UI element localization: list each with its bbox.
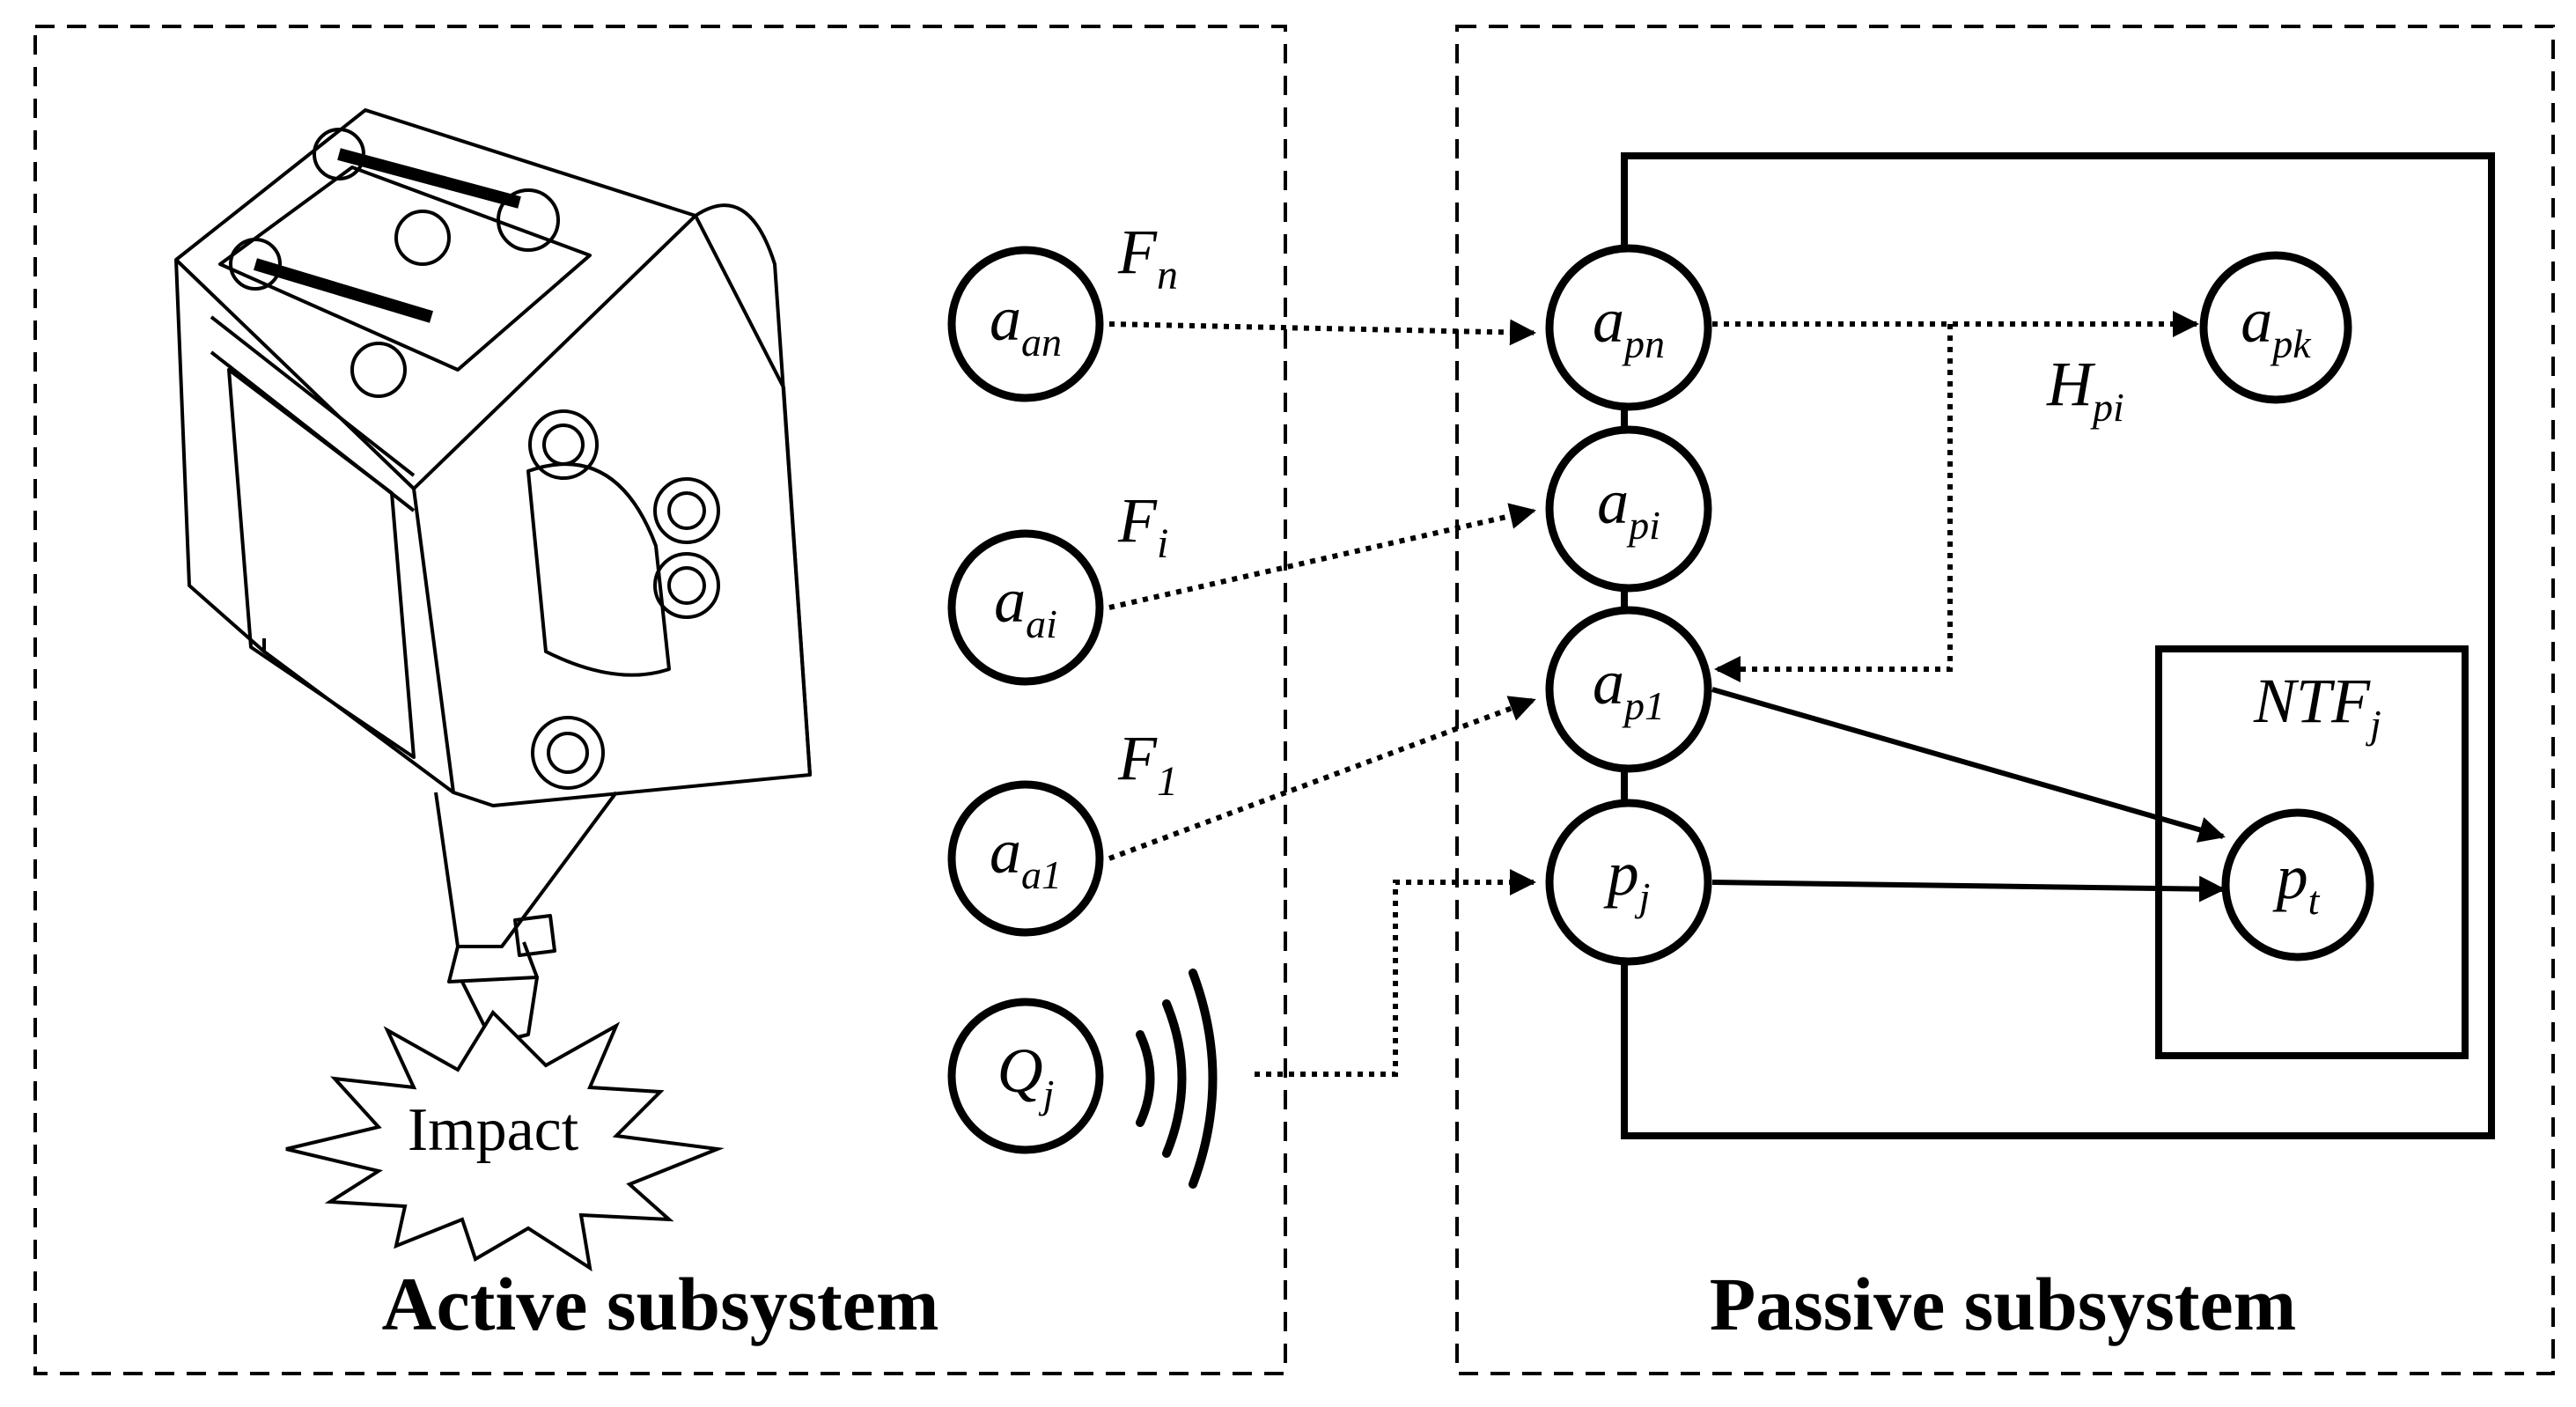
link-a-p1-to-p-t — [1711, 687, 2226, 843]
svg-text:aai: aai — [994, 565, 1057, 646]
link-p-j-to-p-t — [1711, 875, 2226, 902]
active-subsystem-title: Active subsystem — [382, 1262, 939, 1346]
svg-text:pt: pt — [2272, 842, 2321, 923]
link-a-ai-to-a-pi — [1108, 503, 1536, 610]
hydraulic-breaker-illustration — [174, 108, 812, 1089]
svg-text:Qj: Qj — [997, 1035, 1055, 1116]
force-label-f-1: F1 — [1117, 723, 1178, 805]
node-a-pi: api — [1545, 425, 1712, 593]
node-a-pk: apk — [2199, 251, 2352, 404]
sound-wave-icon — [1136, 969, 1218, 1189]
passive-subsystem-panel — [1455, 25, 2555, 1375]
impact-burst-shape — [285, 1009, 725, 1272]
node-p-j: pj — [1545, 799, 1712, 966]
svg-text:api: api — [1597, 467, 1660, 548]
transfer-label-ntf-j: NTFj — [2253, 666, 2381, 747]
svg-text:pj: pj — [1603, 838, 1651, 919]
svg-text:apn: apn — [1593, 285, 1665, 366]
svg-text:apk: apk — [2241, 285, 2312, 366]
force-label-f-i: Fi — [1117, 485, 1168, 567]
passive-subsystem-title: Passive subsystem — [1710, 1262, 2297, 1346]
node-q-j: Qj — [947, 998, 1104, 1154]
ntf-subregion-box — [2155, 645, 2469, 1059]
link-q-j-to-p-j — [1255, 869, 1536, 1077]
transfer-label-h-pi: Hpi — [2046, 349, 2124, 430]
node-a-an: aan — [947, 246, 1104, 402]
node-a-ai: aai — [947, 529, 1104, 686]
svg-text:aa1: aa1 — [990, 816, 1062, 897]
node-p-t: pt — [2221, 808, 2374, 961]
node-a-a1: aa1 — [947, 780, 1104, 937]
impact-label: Impact — [408, 1096, 579, 1164]
link-a-an-to-a-pn — [1108, 319, 1536, 346]
link-h-pi-feedback — [1714, 324, 1953, 682]
force-label-f-n: Fn — [1117, 217, 1178, 298]
svg-text:aan: aan — [990, 284, 1062, 365]
svg-text:ap1: ap1 — [1593, 647, 1665, 728]
node-a-pn: apn — [1545, 244, 1712, 411]
node-a-p1: ap1 — [1545, 606, 1712, 773]
